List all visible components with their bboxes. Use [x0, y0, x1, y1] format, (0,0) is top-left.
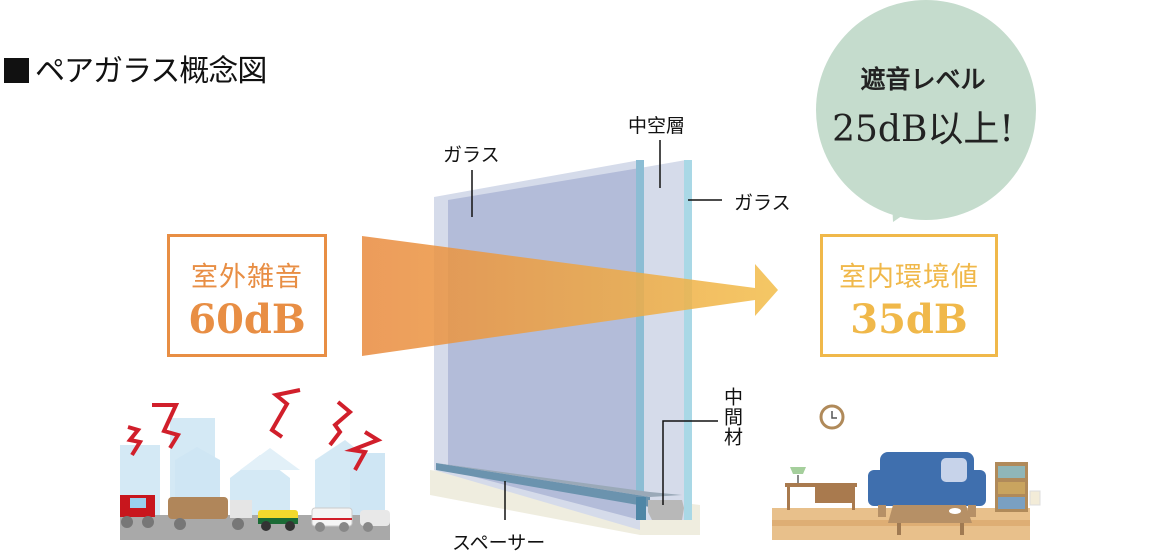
callout-label: 遮音レベル — [860, 65, 986, 94]
indoor-level-label: 室内環境値 — [839, 262, 979, 293]
lamp — [790, 467, 806, 474]
coffee-table — [888, 505, 972, 523]
noise-zigzag-icon — [126, 425, 144, 457]
label-glass-left: ガラス — [443, 144, 500, 166]
middle-material — [648, 500, 684, 520]
noise-reduction-callout: 遮音レベル 25dB以上! — [818, 60, 1028, 152]
side-table — [785, 483, 857, 487]
callout-value: 25dB以上! — [832, 109, 1014, 150]
power-outlet — [1029, 490, 1041, 506]
city-illustration — [120, 388, 390, 540]
noise-zigzag-icon — [269, 388, 301, 439]
bubble-circle — [816, 0, 1036, 220]
outdoor-noise-box: 室外雑音 60dB — [167, 234, 327, 357]
noise-zigzag-icon — [344, 430, 383, 471]
log-truck — [168, 497, 228, 519]
noise-zigzag-icon — [152, 403, 182, 450]
teacup — [949, 508, 961, 514]
air-layer — [640, 160, 686, 520]
room-illustration — [772, 404, 1041, 540]
sound-arrow — [362, 236, 778, 356]
label-air-layer: 中空層 — [628, 115, 686, 137]
glass-pane-front-inner — [448, 168, 640, 520]
glass-edge-front — [636, 160, 644, 520]
diagram-title: ペアガラス概念図 — [4, 46, 267, 90]
noise-zigzag-icon — [328, 400, 354, 447]
label-middle-material: 中間材 — [721, 387, 743, 447]
title-text: ペアガラス概念図 — [35, 54, 267, 89]
outdoor-noise-label: 室外雑音 — [191, 262, 303, 293]
indoor-level-value: 35dB — [850, 296, 968, 343]
glass-edge-rear — [684, 160, 692, 520]
outdoor-noise-value: 60dB — [188, 296, 306, 343]
leader-middle-material — [662, 420, 718, 505]
speech-bubble — [816, 0, 1036, 222]
white-car — [360, 510, 390, 526]
indoor-level-box: 室内環境値 35dB — [820, 234, 998, 357]
label-spacer: スペーサー — [452, 532, 546, 554]
cushion — [941, 458, 967, 482]
bubble-tail — [892, 200, 925, 222]
square-bullet-icon — [4, 58, 29, 83]
spacer-bar — [436, 463, 650, 507]
ambulance — [311, 507, 353, 527]
label-glass-right: ガラス — [734, 192, 791, 214]
